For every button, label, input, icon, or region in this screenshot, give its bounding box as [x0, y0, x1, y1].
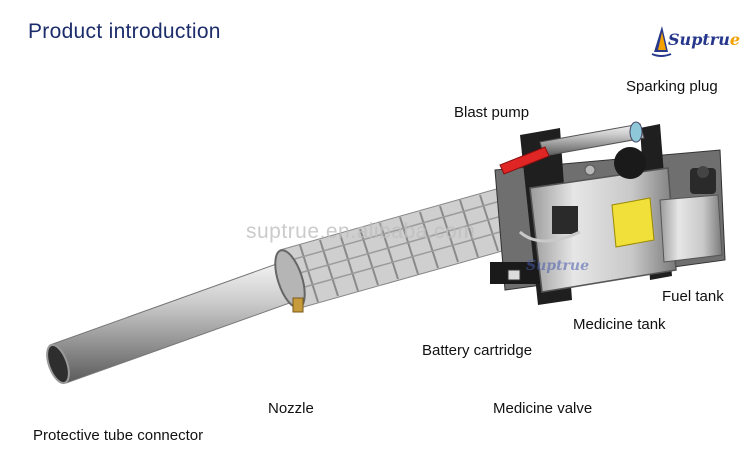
sail-icon: [651, 26, 672, 57]
brand-logo: Suptrue: [650, 24, 742, 60]
label-medicine-valve: Medicine valve: [493, 400, 593, 417]
watermark-logo: Suptrue: [526, 258, 590, 274]
leader-lines: [159, 100, 701, 422]
label-fuel-tank: Fuel tank: [662, 288, 724, 305]
medicine-tank: [518, 147, 677, 293]
mesh-guard: [274, 187, 521, 309]
label-medicine-tank: Medicine tank: [573, 316, 666, 333]
watermark-text: suptrue.en.alibaba.com: [246, 220, 476, 243]
battery-cartridge: [507, 269, 521, 281]
nozzle-fitting: [292, 297, 304, 313]
label-battery-cartridge: Battery cartridge: [422, 342, 533, 359]
protective-tube: [46, 261, 299, 385]
label-nozzle: Nozzle: [268, 400, 314, 417]
page-title: Product introduction: [28, 20, 221, 43]
label-protective-tube-connector: Protective tube connector: [33, 427, 204, 444]
label-sparking-plug: Sparking plug: [626, 78, 718, 95]
label-blast-pump: Blast pump: [454, 104, 530, 121]
blast-pump: [499, 121, 645, 175]
brand-logo-text: Suptrue: [668, 30, 741, 49]
